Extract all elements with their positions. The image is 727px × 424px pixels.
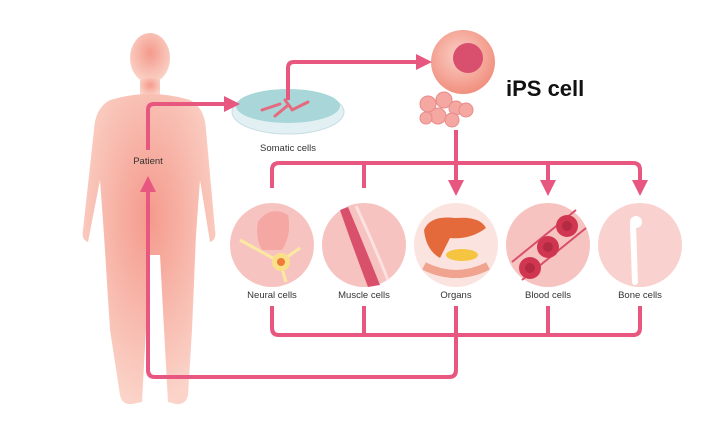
muscle-icon [322,203,406,287]
blood-cells-label: Blood cells [525,290,571,301]
bone-icon [598,203,682,287]
blood-icon [506,203,590,287]
distribution-line [270,161,642,188]
somatic-cells-label: Somatic cells [260,143,316,154]
petri-dish-icon [231,89,345,135]
organs-icon [414,203,498,287]
arrow-dish-to-ips [286,54,432,100]
neural-cells-label: Neural cells [247,290,297,301]
neural-icon [230,203,314,287]
ips-cell-icon [419,30,495,128]
flow-arrows [140,54,642,379]
arrow-patient-to-dish [146,96,240,150]
arrow-return-to-patient [140,176,458,379]
bone-cells-label: Bone cells [618,290,662,301]
organs-label: Organs [440,290,472,301]
muscle-cells-label: Muscle cells [338,290,390,301]
ips-cell-title: iPS cell [506,76,585,101]
patient-label: Patient [133,156,163,167]
